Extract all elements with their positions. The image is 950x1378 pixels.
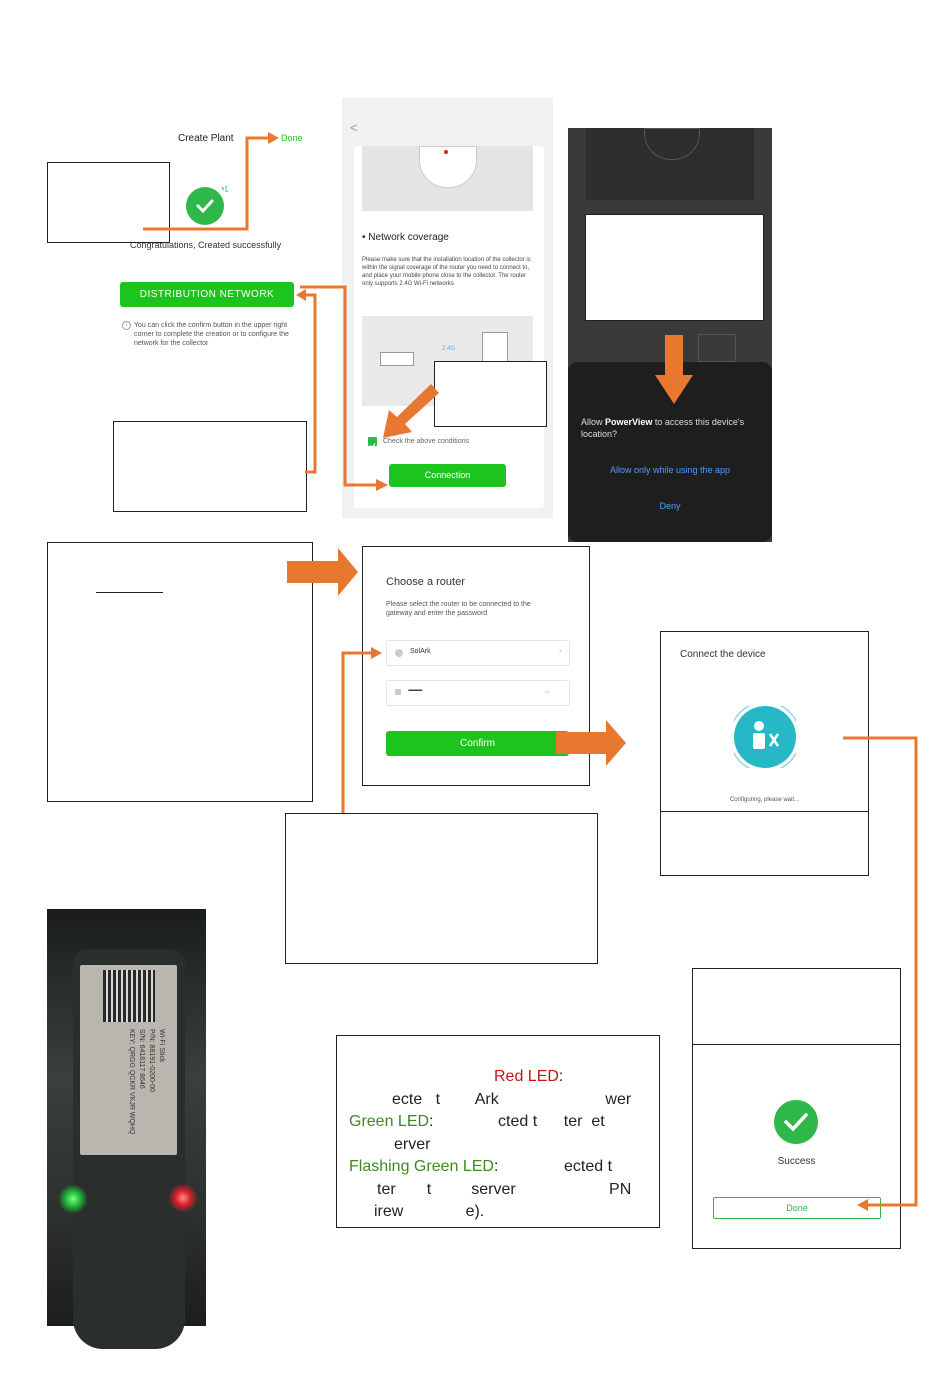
- coverage-text: Please make sure that the installation l…: [362, 257, 531, 287]
- sparkle-icon: [220, 182, 230, 192]
- success-check-icon: [186, 187, 224, 225]
- arrowhead: [371, 647, 382, 659]
- arrow-to-success-done: [843, 736, 918, 1207]
- arrow-to-distribution: [305, 293, 317, 474]
- arrow-down-to-dialog: [655, 335, 693, 404]
- annotation-box: [47, 542, 313, 802]
- collector-device-icon: [419, 146, 477, 188]
- permission-prompt: Allow PowerView to access this device's …: [581, 416, 759, 440]
- hint-text: You can click the confirm button in the …: [134, 322, 289, 347]
- dim-device-icon: [698, 334, 736, 362]
- collector-image: [362, 146, 533, 211]
- annotation-box: [285, 813, 598, 964]
- info-icon: i: [122, 321, 131, 330]
- coverage-title: • Network coverage: [362, 232, 449, 243]
- arrow-to-router-screen: [287, 548, 358, 596]
- device-sticker: Wi-Fi Stick P/N: 88191-0200-00 S/N: 6418…: [80, 965, 177, 1155]
- done-link[interactable]: Done: [281, 133, 303, 143]
- router-screen-subtitle: Please select the router to be connected…: [386, 601, 531, 617]
- connection-button[interactable]: Connection: [389, 464, 506, 487]
- router-screen: Choose a router Please select the router…: [362, 546, 590, 786]
- success-label: Success: [777, 1156, 816, 1167]
- red-led-glow: [168, 1183, 198, 1213]
- eye-icon[interactable]: ᴗ: [545, 686, 550, 695]
- underline-mark: [96, 592, 163, 593]
- arrow-to-checkbox: [383, 384, 439, 438]
- done-button[interactable]: Done: [713, 1197, 881, 1219]
- arrow-to-connect-screen: [556, 720, 626, 766]
- lock-icon: [395, 689, 401, 695]
- divider: [661, 811, 868, 812]
- annotation-box: [113, 421, 307, 512]
- chevron-right-icon: ›: [559, 646, 562, 655]
- wifi-icon: [395, 649, 403, 657]
- prompt-prefix: Allow: [581, 417, 606, 427]
- success-screen: Success Done: [692, 1044, 901, 1249]
- success-check-icon: [774, 1100, 818, 1144]
- red-led-icon: [444, 150, 448, 154]
- ssid-value: SolArk: [410, 648, 431, 655]
- check-label: Check the above conditions: [383, 438, 469, 445]
- arrowhead: [296, 289, 306, 301]
- ssid-field[interactable]: SolArk ›: [386, 640, 570, 666]
- allow-while-using-button[interactable]: Allow only while using the app: [609, 465, 731, 475]
- flashing-led-desc-3: irew e).: [374, 1203, 485, 1220]
- arrow-to-connection: [300, 285, 378, 487]
- device-photo: Wi-Fi Stick P/N: 88191-0200-00 S/N: 6418…: [47, 909, 206, 1349]
- password-value: ••••••••••••••••••: [408, 688, 422, 694]
- qr-code-icon: [103, 970, 155, 1022]
- collector-small-icon: [482, 332, 508, 366]
- background-device-image: [586, 128, 754, 200]
- deny-button[interactable]: Deny: [659, 501, 681, 511]
- arrowhead: [376, 479, 388, 491]
- password-field[interactable]: •••••••••••••••••• ᴗ: [386, 680, 570, 706]
- green-led-desc-2: erver: [394, 1136, 431, 1153]
- green-led-desc: cted t ter et: [498, 1113, 605, 1130]
- connect-device-screen: Connect the device Configuring, please w…: [660, 631, 869, 876]
- flashing-led-label: Flashing Green LED: [349, 1158, 494, 1175]
- arrowhead: [857, 1199, 868, 1211]
- colon: :: [558, 1068, 564, 1085]
- led-legend: Red LED: ecte t Ark wer Green LED: cted …: [336, 1035, 660, 1228]
- page-title: Create Plant: [178, 133, 234, 144]
- back-icon[interactable]: <: [350, 120, 358, 135]
- prompt-suffix: to access this device's location?: [581, 417, 745, 439]
- flashing-led-desc-2: ter t server PN: [377, 1181, 632, 1198]
- arrow-to-done: [143, 136, 270, 231]
- red-led-label: Red LED: [494, 1068, 559, 1085]
- distribution-network-button[interactable]: DISTRIBUTION NETWORK: [120, 282, 294, 307]
- configuring-status: Configuring, please wait...: [729, 797, 800, 803]
- colon: :: [429, 1113, 434, 1130]
- connect-title: Connect the device: [680, 649, 766, 660]
- flashing-led-desc: ected t: [564, 1158, 613, 1175]
- annotation-box: [692, 968, 901, 1046]
- arrowhead: [268, 132, 279, 144]
- confirm-button[interactable]: Confirm: [386, 731, 569, 756]
- router-screen-title: Choose a router: [386, 576, 465, 588]
- arrow-to-ssid: [341, 651, 373, 813]
- app-name: PowerView: [605, 417, 653, 427]
- annotation-box: [585, 214, 764, 321]
- create-plant-screen: Create Plant Done Congratulations, Creat…: [118, 120, 318, 360]
- green-led-glow: [58, 1184, 88, 1214]
- permission-screen: Allow PowerView to access this device's …: [568, 128, 772, 542]
- network-coverage-screen: < • Network coverage Please make sure th…: [342, 98, 553, 518]
- band-label: 2.4G: [442, 346, 456, 352]
- check-conditions-checkbox[interactable]: [368, 437, 377, 449]
- router-icon: [380, 352, 414, 366]
- congrats-text: Congratulations, Created successfully: [130, 240, 282, 250]
- annotation-box: [434, 361, 547, 427]
- red-led-desc: ecte t Ark wer: [392, 1091, 632, 1108]
- green-led-label: Green LED: [349, 1113, 430, 1130]
- colon: :: [493, 1158, 499, 1175]
